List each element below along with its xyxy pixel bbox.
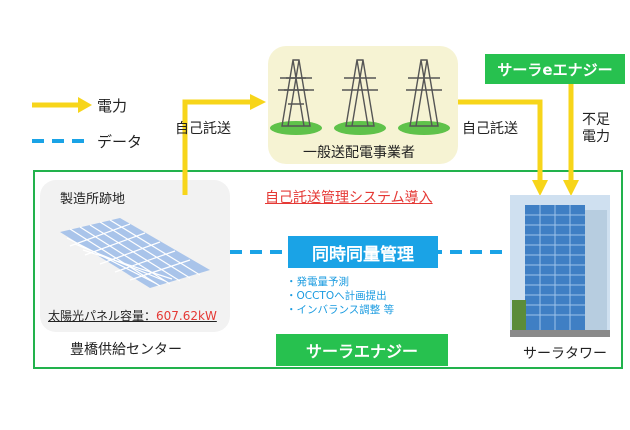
system-task-list: ・発電量予測 ・OCCTOへ計画提出 ・インバランス調整 等 <box>286 275 394 317</box>
task-item: ・OCCTOへ計画提出 <box>286 290 387 302</box>
grid-operator-label: 一般送配電事業者 <box>303 145 415 161</box>
transmission-tower-icon-3 <box>398 59 450 135</box>
shortage-power-label: 不足 電力 <box>582 112 610 145</box>
power-flow-right-arrow <box>458 99 548 196</box>
legend-power-label: 電力 <box>97 97 128 115</box>
company-banner: サーラエナジー <box>276 334 448 366</box>
factory-site-label: 製造所跡地 <box>60 192 126 207</box>
simultaneous-balancing-banner: 同時同量管理 <box>288 236 438 268</box>
task-item: ・発電量予測 <box>286 276 349 288</box>
transmission-tower-icon-1 <box>270 59 322 135</box>
sala-tower-building-icon <box>510 195 610 337</box>
solar-capacity: 太陽光パネル容量：607.62kW <box>48 307 217 324</box>
tower-label: サーラタワー <box>523 346 607 362</box>
transmission-tower-icon-2 <box>334 59 386 135</box>
solar-panel-field-icon <box>60 218 210 288</box>
supply-center-label: 豊橋供給センター <box>70 342 182 358</box>
solar-capacity-label: 太陽光パネル容量： <box>48 309 157 323</box>
supplier-banner: サーラeエナジー <box>485 54 625 84</box>
shortage-power-arrow <box>563 84 579 196</box>
power-flow-left-arrow <box>182 94 266 195</box>
legend-power-arrow <box>32 97 92 113</box>
flow-left-label: 自己託送 <box>175 121 231 137</box>
system-title: 自己託送管理システム導入 <box>265 190 433 206</box>
self-consignment-panel <box>33 170 623 369</box>
flow-right-label: 自己託送 <box>462 121 518 137</box>
solar-capacity-value: 607.62kW <box>156 309 217 323</box>
legend-data-label: データ <box>97 133 143 151</box>
task-item: ・インバランス調整 等 <box>286 304 395 316</box>
